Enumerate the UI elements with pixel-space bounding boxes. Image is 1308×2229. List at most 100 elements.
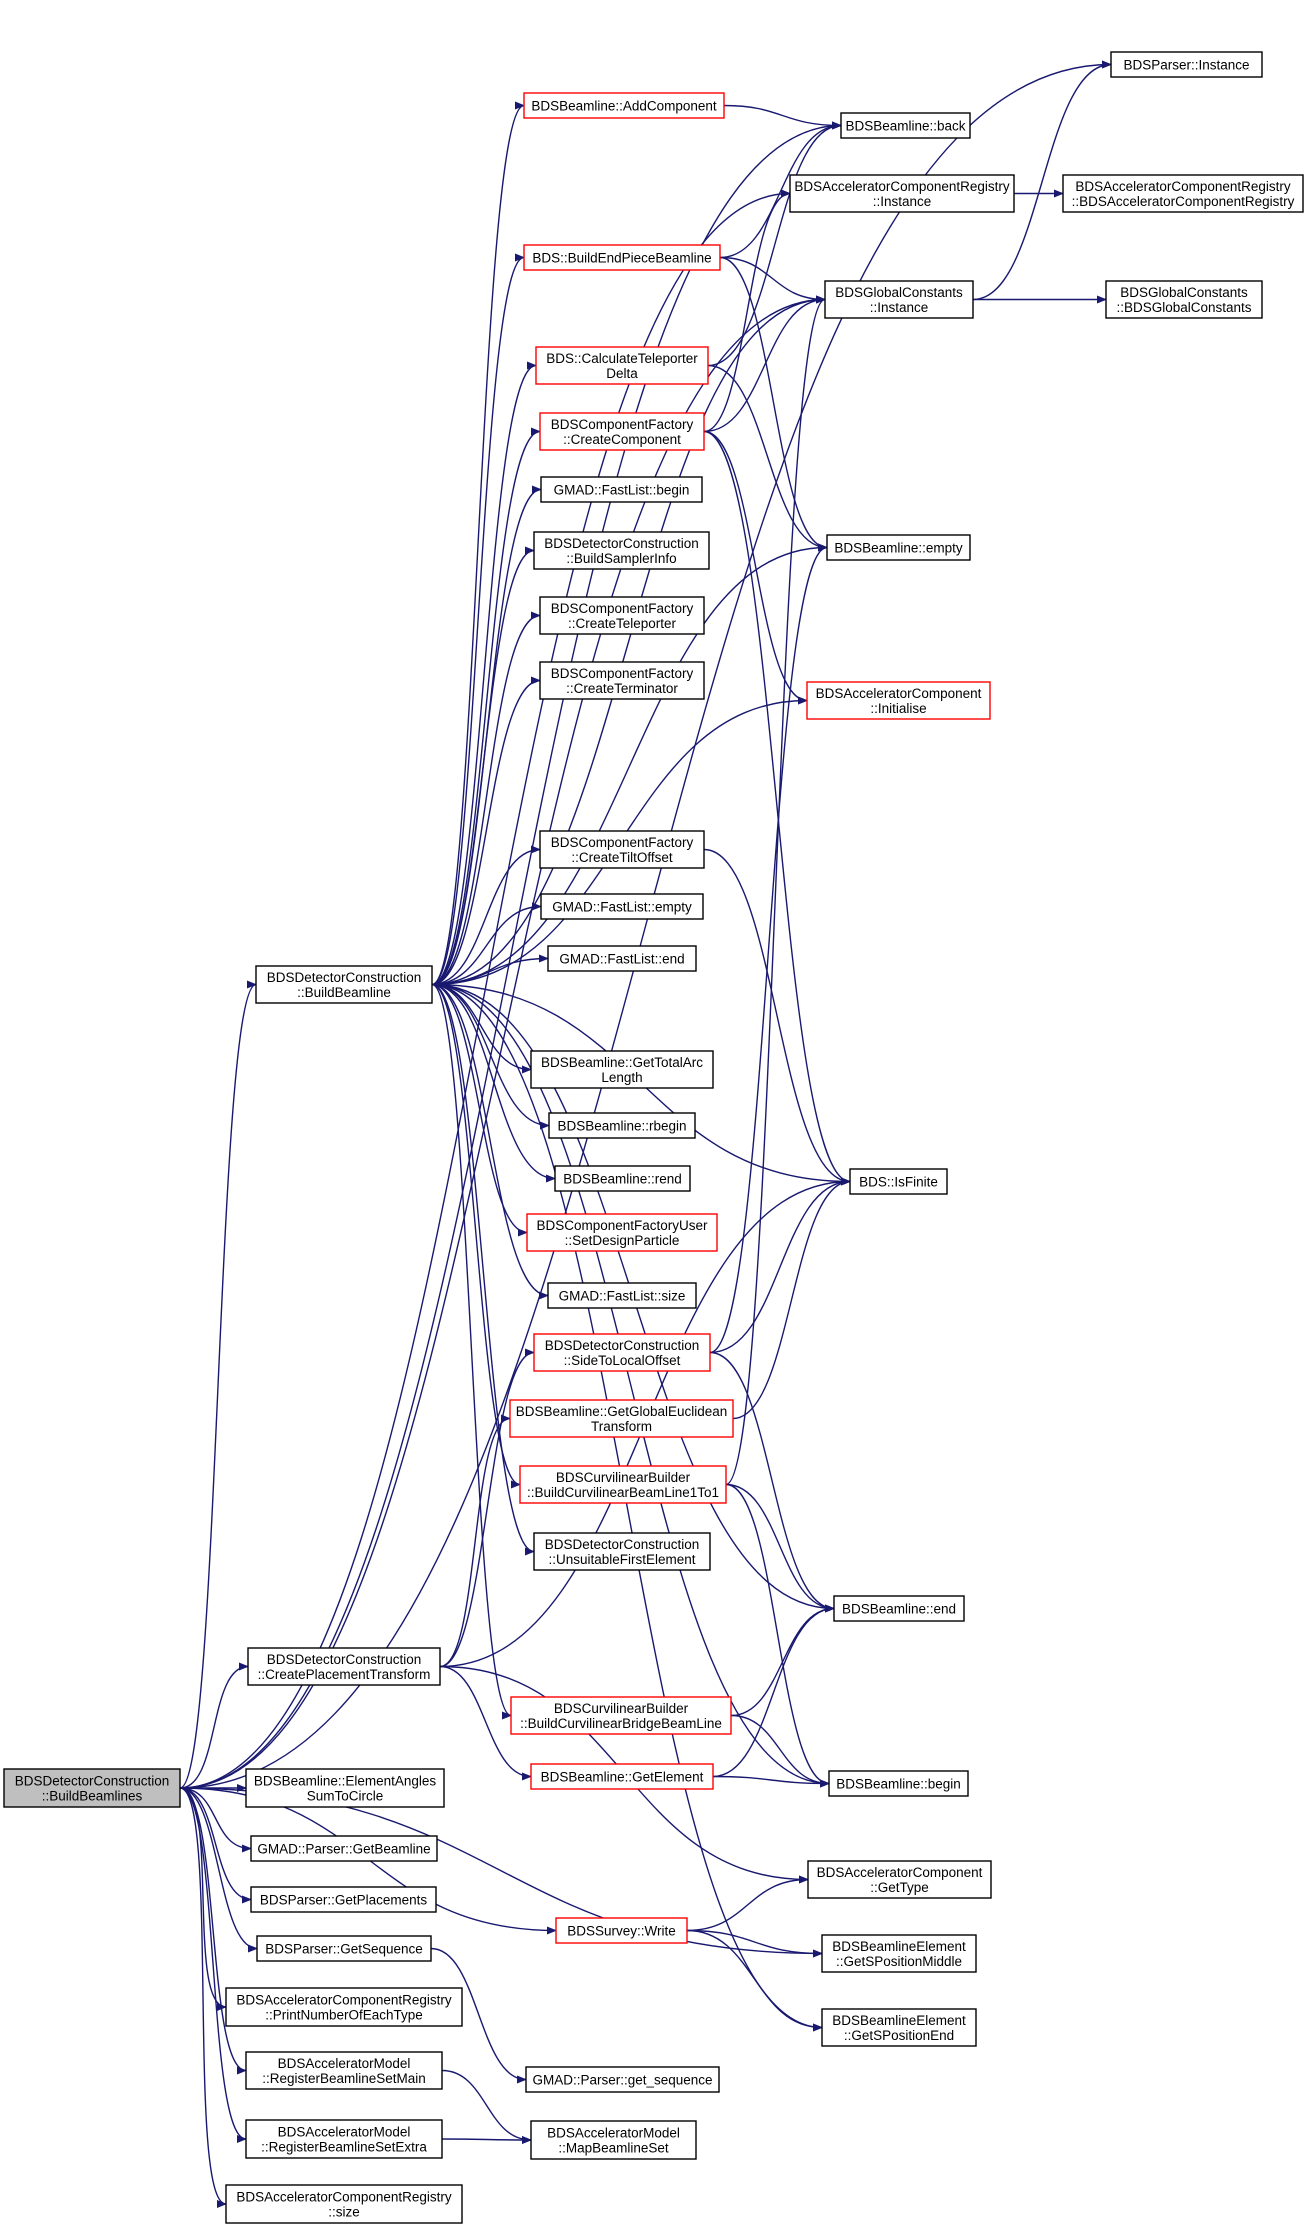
- node-label: ::RegisterBeamlineSetExtra: [261, 2140, 427, 2155]
- node-sidetolocal[interactable]: BDSDetectorConstruction::SideToLocalOffs…: [533, 1333, 711, 1372]
- node-addcomponent[interactable]: BDSBeamline::AddComponent: [523, 92, 725, 119]
- node-fl-empty[interactable]: GMAD::FastList::empty: [540, 893, 704, 920]
- node-gc-ctor[interactable]: BDSGlobalConstants::BDSGlobalConstants: [1105, 280, 1263, 319]
- node-label: BDSCurvilinearBuilder: [554, 1701, 689, 1716]
- node-fl-begin[interactable]: GMAD::FastList::begin: [540, 476, 703, 503]
- node-label: BDSComponentFactoryUser: [536, 1218, 708, 1233]
- node-bl-back[interactable]: BDSBeamline::back: [840, 112, 971, 139]
- node-label: ::UnsuitableFirstElement: [548, 1552, 695, 1567]
- node-label: BDSDetectorConstruction: [15, 1774, 170, 1789]
- node-bl-end[interactable]: BDSBeamline::end: [833, 1595, 965, 1622]
- node-label: BDSParser::GetPlacements: [260, 1893, 428, 1908]
- node-createtiltoffset[interactable]: BDSComponentFactory::CreateTiltOffset: [539, 830, 705, 869]
- node-getsposend[interactable]: BDSBeamlineElement::GetSPositionEnd: [821, 2008, 977, 2047]
- node-registerextra[interactable]: BDSAcceleratorModel::RegisterBeamlineSet…: [245, 2119, 443, 2159]
- node-getelement[interactable]: BDSBeamline::GetElement: [530, 1763, 714, 1790]
- node-bl-begin[interactable]: BDSBeamline::begin: [828, 1770, 969, 1797]
- node-isfinite[interactable]: BDS::IsFinite: [849, 1168, 948, 1195]
- edge-root-to-acr-instance: [179, 189, 791, 1789]
- node-root[interactable]: BDSDetectorConstruction::BuildBeamlines: [3, 1768, 181, 1808]
- node-bl-rbegin[interactable]: BDSBeamline::rbegin: [548, 1112, 696, 1139]
- edge-root-to-buildbeamline: [179, 980, 257, 1789]
- node-ac-gettype[interactable]: BDSAcceleratorComponent::GetType: [807, 1860, 992, 1899]
- node-label: ::BDSGlobalConstants: [1116, 300, 1251, 315]
- node-printnumber[interactable]: BDSAcceleratorComponentRegistry::PrintNu…: [225, 1987, 463, 2027]
- edge-buildbeamline-to-createtiltoffset: [431, 845, 541, 986]
- node-buildbeamline[interactable]: BDSDetectorConstruction::BuildBeamline: [255, 965, 433, 1004]
- node-acr-size[interactable]: BDSAcceleratorComponentRegistry::size: [225, 2184, 463, 2224]
- node-buildendpiece[interactable]: BDS::BuildEndPieceBeamline: [523, 244, 721, 271]
- node-label: BDSBeamline::ElementAngles: [254, 1774, 437, 1789]
- edge-root-to-getplacements: [179, 1787, 252, 1904]
- node-getsequence[interactable]: BDSParser::GetSequence: [256, 1935, 432, 1962]
- node-setdesignparticle[interactable]: BDSComponentFactoryUser::SetDesignPartic…: [526, 1213, 718, 1252]
- node-label: BDSComponentFactory: [551, 417, 694, 432]
- edge-buildbeamline-to-createcomponent: [431, 427, 541, 986]
- node-box: [519, 1465, 727, 1504]
- node-label: ::SetDesignParticle: [565, 1233, 680, 1248]
- edge-gc-instance-to-parser-instance: [972, 60, 1112, 301]
- node-label: BDSBeamline::GetTotalArc: [541, 1055, 703, 1070]
- node-registermain[interactable]: BDSAcceleratorModel::RegisterBeamlineSet…: [245, 2051, 443, 2090]
- node-label: BDSBeamline::rbegin: [557, 1119, 686, 1134]
- node-createteleporter[interactable]: BDSComponentFactory::CreateTeleporter: [539, 596, 705, 635]
- node-ac-initialise[interactable]: BDSAcceleratorComponent::Initialise: [806, 681, 991, 720]
- node-gc-instance[interactable]: BDSGlobalConstants::Instance: [824, 280, 974, 319]
- edge-buildbeamline-to-bl-empty: [431, 543, 828, 986]
- node-label: ::BuildSamplerInfo: [566, 551, 676, 566]
- edge-buildcurvbridge-to-bl-end: [730, 1604, 835, 1717]
- edge-survey-write-to-getsposend: [686, 1929, 823, 2032]
- edge-root-to-createplacement: [179, 1662, 249, 1789]
- node-acr-instance[interactable]: BDSAcceleratorComponentRegistry::Instanc…: [789, 174, 1015, 213]
- edge-survey-write-to-getsposmiddle: [686, 1929, 823, 1958]
- node-label: BDSParser::Instance: [1123, 58, 1249, 73]
- node-bl-rend[interactable]: BDSBeamline::rend: [554, 1165, 691, 1192]
- edge-buildcurv1to1-to-bl-end: [725, 1483, 835, 1613]
- edge-buildbeamline-to-bl-begin: [431, 983, 830, 1788]
- node-getplacements[interactable]: BDSParser::GetPlacements: [250, 1886, 437, 1913]
- node-unsuitablefirst[interactable]: BDSDetectorConstruction::UnsuitableFirst…: [533, 1532, 711, 1571]
- edge-calcteleporter-to-bl-empty: [707, 364, 828, 552]
- node-box: [523, 92, 725, 119]
- node-parser-getbeamline[interactable]: GMAD::Parser::GetBeamline: [250, 1835, 438, 1862]
- node-label: BDSCurvilinearBuilder: [556, 1470, 691, 1485]
- node-label: BDSDetectorConstruction: [545, 1338, 700, 1353]
- node-get-sequence[interactable]: GMAD::Parser::get_sequence: [525, 2066, 720, 2093]
- node-label: BDSAcceleratorComponentRegistry: [1075, 179, 1291, 194]
- node-box: [555, 1917, 688, 1944]
- node-survey-write[interactable]: BDSSurvey::Write: [555, 1917, 688, 1944]
- edge-buildbeamline-to-createterminator: [431, 676, 541, 986]
- edge-createcomponent-to-acr-instance: [703, 189, 791, 433]
- node-createplacement[interactable]: BDSDetectorConstruction::CreatePlacement…: [247, 1647, 441, 1686]
- node-box: [533, 1532, 711, 1571]
- node-box: [533, 1333, 711, 1372]
- node-label: BDS::IsFinite: [859, 1175, 938, 1190]
- node-label: ::Initialise: [870, 701, 926, 716]
- node-acr-ctor[interactable]: BDSAcceleratorComponentRegistry::BDSAcce…: [1062, 174, 1304, 213]
- node-buildsamplerinfo[interactable]: BDSDetectorConstruction::BuildSamplerInf…: [533, 531, 710, 570]
- node-label: GMAD::FastList::empty: [552, 900, 692, 915]
- edge-buildbeamline-to-fl-end: [431, 954, 549, 986]
- node-buildcurv1to1[interactable]: BDSCurvilinearBuilder::BuildCurvilinearB…: [519, 1465, 727, 1504]
- node-buildcurvbridge[interactable]: BDSCurvilinearBuilder::BuildCurvilinearB…: [510, 1696, 732, 1735]
- node-fl-size[interactable]: GMAD::FastList::size: [547, 1282, 697, 1309]
- node-box: [250, 1835, 438, 1862]
- node-parser-instance[interactable]: BDSParser::Instance: [1110, 51, 1263, 78]
- node-label: BDSAcceleratorComponent: [817, 1865, 983, 1880]
- node-box: [530, 1050, 714, 1089]
- edge-getglobaleuclid-to-isfinite: [732, 1177, 851, 1420]
- node-box: [525, 2066, 720, 2093]
- node-fl-end[interactable]: GMAD::FastList::end: [547, 945, 697, 972]
- node-mapbeamlineset[interactable]: BDSAcceleratorModel::MapBeamlineSet: [530, 2120, 697, 2160]
- node-box: [539, 661, 705, 700]
- node-bl-empty[interactable]: BDSBeamline::empty: [826, 534, 971, 561]
- node-box: [225, 2184, 463, 2224]
- node-createterminator[interactable]: BDSComponentFactory::CreateTerminator: [539, 661, 705, 700]
- node-label: BDSBeamline::rend: [563, 1172, 682, 1187]
- node-createcomponent[interactable]: BDSComponentFactory::CreateComponent: [539, 412, 705, 451]
- node-getsposmiddle[interactable]: BDSBeamlineElement::GetSPositionMiddle: [821, 1934, 977, 1973]
